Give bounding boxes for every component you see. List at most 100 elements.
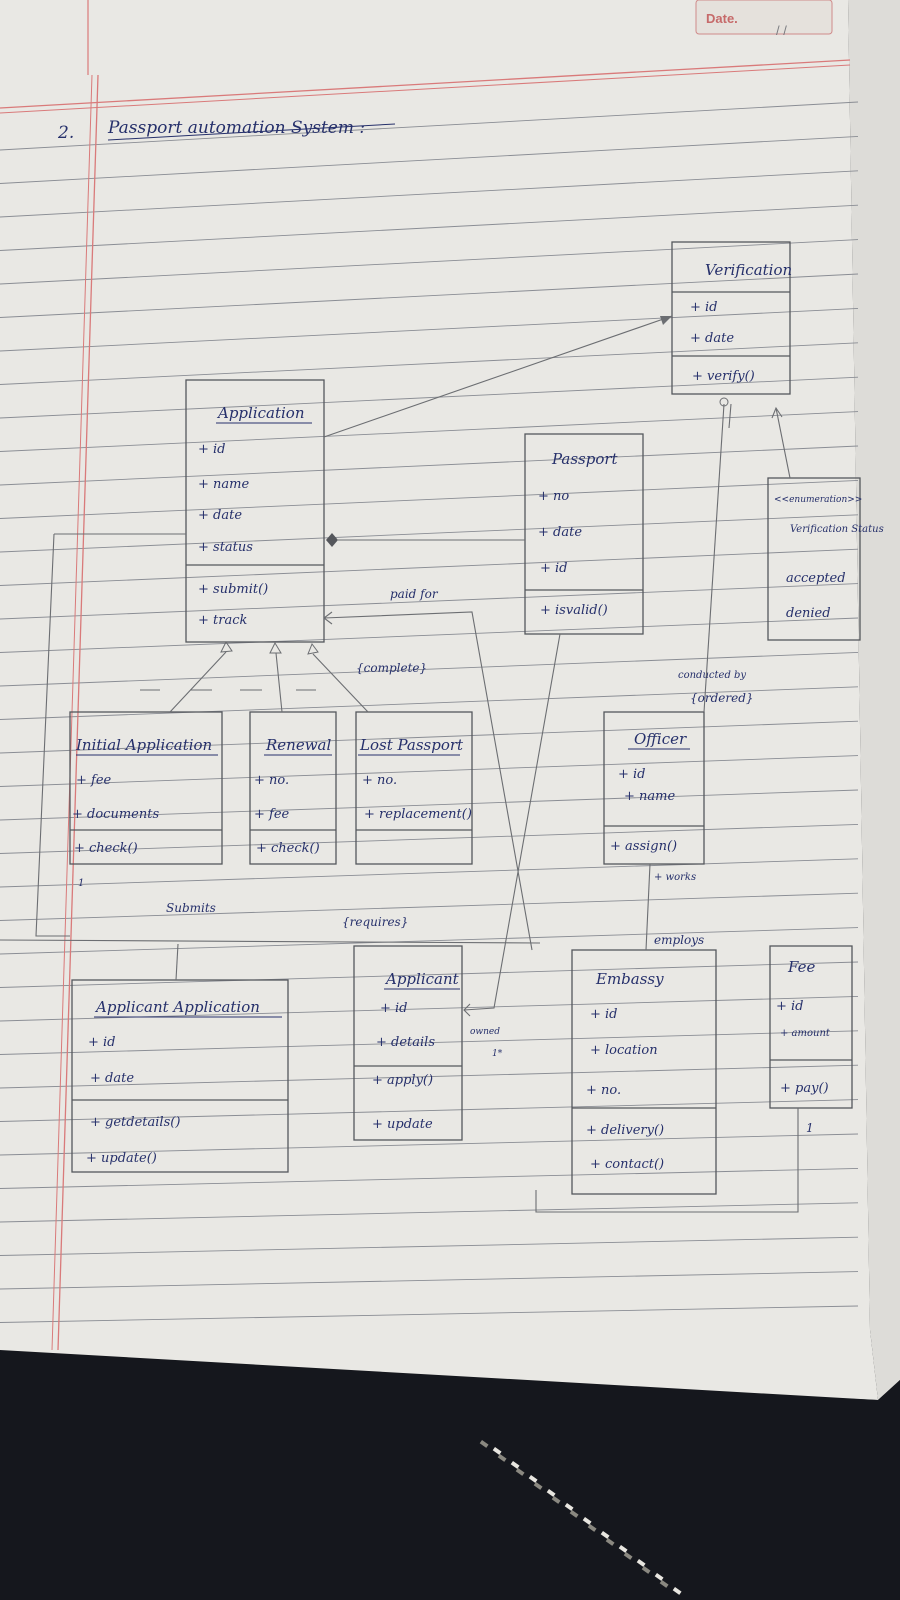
cord-segment bbox=[546, 1488, 556, 1497]
applicant-attr-2: + details bbox=[376, 1035, 435, 1050]
owned-line bbox=[463, 633, 561, 1011]
cord-segment bbox=[605, 1538, 615, 1546]
passport-box bbox=[524, 433, 644, 635]
paid-for-label: paid for bbox=[390, 587, 439, 601]
embassy-fee-line bbox=[535, 1108, 799, 1213]
owned-label: owned bbox=[470, 1027, 500, 1037]
ruled-line bbox=[0, 170, 859, 218]
applicant-application-method-2: + update() bbox=[86, 1151, 157, 1166]
application-attr-2: + name bbox=[198, 477, 249, 492]
ruled-line bbox=[0, 892, 859, 921]
officer-attr-1: + id bbox=[618, 767, 646, 782]
submits-connector bbox=[175, 943, 179, 981]
ruled-line bbox=[0, 789, 859, 821]
enumeration-title: Verification Status bbox=[790, 524, 884, 535]
generalization-lost bbox=[312, 653, 369, 713]
cord-segment bbox=[672, 1586, 682, 1595]
verification-attr-1: + id bbox=[690, 300, 718, 315]
applicant-application-box bbox=[71, 979, 289, 1173]
cord-segment bbox=[479, 1440, 489, 1448]
generalization-triangle-2 bbox=[269, 641, 282, 654]
cord-segment bbox=[497, 1453, 507, 1462]
paper-sheet bbox=[0, 0, 878, 1400]
class-application: Application + id + name + date + status … bbox=[185, 379, 325, 643]
embassy-method-1: + delivery() bbox=[586, 1123, 664, 1138]
generalization-triangle-3 bbox=[307, 642, 319, 655]
fee-box bbox=[769, 945, 853, 1109]
application-attr-4: + status bbox=[198, 540, 253, 555]
lost-passport-title: Lost Passport bbox=[359, 736, 464, 754]
ruled-line bbox=[0, 204, 859, 251]
header-margin-line-2 bbox=[0, 64, 851, 114]
ruled-line bbox=[0, 135, 859, 184]
applicant-application-attr-2: + date bbox=[90, 1071, 134, 1086]
ruled-line bbox=[0, 239, 859, 285]
class-fee: Fee + id + amount + pay() bbox=[769, 945, 853, 1109]
passport-attr-2: + date bbox=[538, 525, 582, 540]
works-line bbox=[645, 863, 651, 951]
ruled-line bbox=[0, 376, 859, 419]
embassy-method-2: + contact() bbox=[590, 1157, 664, 1172]
cord-segment bbox=[492, 1446, 502, 1455]
cord-segment bbox=[551, 1496, 561, 1504]
ruled-line bbox=[0, 307, 859, 352]
initial-application-attr-1: + fee bbox=[76, 773, 112, 788]
employs-label: employs bbox=[654, 933, 704, 947]
class-applicant-application: Applicant Application + id + date + getd… bbox=[71, 979, 289, 1173]
class-officer: Officer + id + name + assign() bbox=[603, 711, 705, 865]
lost-passport-attr-2: + replacement() bbox=[364, 807, 472, 822]
fee-attr-2: + amount bbox=[780, 1028, 831, 1039]
submits-frame-bottom bbox=[0, 939, 541, 944]
works-label: + works bbox=[654, 872, 696, 883]
verification-method-1: + verify() bbox=[692, 369, 755, 384]
ruled-line bbox=[0, 514, 859, 553]
cord-segment bbox=[569, 1509, 579, 1518]
fee-attr-1: + id bbox=[776, 999, 804, 1014]
verification-attr-2: + date bbox=[690, 331, 734, 346]
ruled-lines bbox=[0, 101, 859, 1323]
initial-application-attr-2: + documents bbox=[72, 807, 159, 822]
application-box bbox=[185, 379, 325, 643]
owned-arrowhead bbox=[463, 1003, 471, 1017]
ruled-line bbox=[0, 1305, 859, 1323]
title-underline bbox=[107, 123, 396, 141]
date-label: Date. bbox=[706, 11, 738, 26]
ruled-line bbox=[0, 686, 859, 720]
ruled-line bbox=[0, 927, 859, 955]
submits-frame-left bbox=[35, 533, 70, 937]
cord-segment bbox=[587, 1524, 597, 1532]
generalization-initial bbox=[169, 651, 227, 713]
verification-box bbox=[671, 241, 791, 395]
passport-attr-1: + no bbox=[538, 489, 569, 504]
application-attr-3: + date bbox=[198, 508, 242, 523]
applicant-application-method-1: + getdetails() bbox=[90, 1115, 180, 1130]
conducted-by-end bbox=[719, 397, 729, 407]
officer-title: Officer bbox=[634, 730, 687, 748]
application-verification-association bbox=[323, 315, 673, 438]
cord-segment bbox=[618, 1545, 628, 1553]
ruled-line bbox=[0, 823, 859, 854]
page-edge bbox=[848, 0, 900, 1400]
page-number: 2. bbox=[57, 123, 74, 143]
enumeration-stereotype: <<enumeration>> bbox=[774, 495, 862, 505]
cord-segment bbox=[510, 1461, 520, 1469]
renewal-attr-2: + fee bbox=[254, 807, 290, 822]
class-initial-application: Initial Application + fee + documents + … bbox=[69, 711, 223, 865]
lost-passport-attr-1: + no. bbox=[362, 773, 397, 788]
conducted-by-label: conducted by bbox=[678, 670, 746, 681]
ruled-line bbox=[0, 1271, 859, 1290]
passport-method-1: + isvalid() bbox=[540, 603, 608, 618]
ruled-line bbox=[0, 858, 859, 888]
generalization-renewal bbox=[275, 652, 283, 713]
class-lost-passport: Lost Passport + no. + replacement() bbox=[355, 711, 473, 865]
officer-method-1: + assign() bbox=[610, 839, 677, 854]
enumeration-box bbox=[767, 477, 861, 641]
cord-segment bbox=[582, 1517, 592, 1525]
ruled-line bbox=[0, 651, 859, 687]
initial-application-method-1: + check() bbox=[74, 841, 138, 856]
enumeration-literal-2: denied bbox=[786, 606, 831, 621]
ruled-line bbox=[0, 548, 859, 586]
applicant-application-title: Applicant Application bbox=[94, 998, 260, 1016]
class-applicant: Applicant + id + details + apply() + upd… bbox=[353, 945, 463, 1141]
